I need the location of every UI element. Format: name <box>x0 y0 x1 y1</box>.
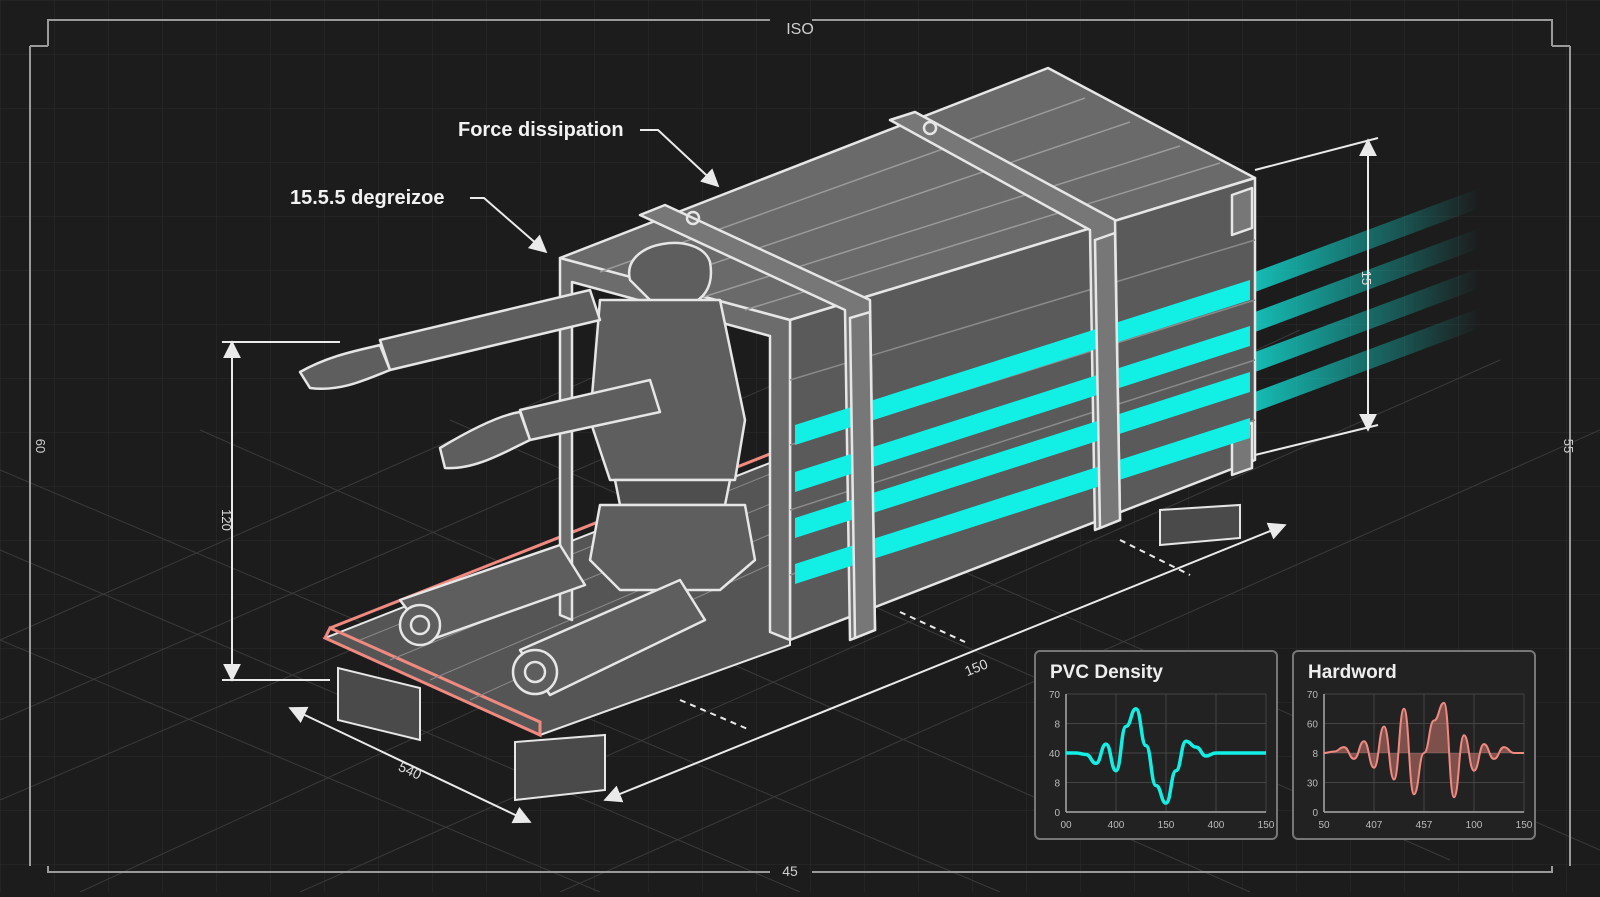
frame-bottom-label: 45 <box>782 863 798 879</box>
frame-right-label: 55 <box>1561 439 1576 453</box>
y-tick-label: 70 <box>1307 690 1319 701</box>
x-tick-label: 100 <box>1466 820 1483 831</box>
x-tick-label: 400 <box>1208 820 1225 831</box>
series-line <box>1323 701 1524 799</box>
force-dissipation-arrow <box>640 129 720 188</box>
height-dimension-label: 120 <box>219 509 234 531</box>
x-tick-label: 457 <box>1416 820 1433 831</box>
y-tick-label: 8 <box>1054 779 1060 790</box>
frame-left-label: 60 <box>33 439 48 453</box>
y-tick-label: 0 <box>1054 808 1060 819</box>
x-tick-label: 150 <box>1258 820 1275 831</box>
x-tick-label: 400 <box>1108 820 1125 831</box>
force-dissipation-label: Force dissipation <box>458 119 624 141</box>
y-tick-label: 60 <box>1307 720 1319 731</box>
x-tick-label: 150 <box>1516 820 1533 831</box>
x-tick-label: 00 <box>1060 820 1072 831</box>
dimension-lines <box>222 137 1379 824</box>
pvc-density-chart: 70 8 40 8 000 400 150 400 150 <box>1049 690 1275 831</box>
y-tick-label: 8 <box>1054 720 1060 731</box>
hardword-chart: 70 60 8 30 050 407 457 100 150 <box>1307 690 1533 831</box>
y-tick-label: 40 <box>1049 749 1061 760</box>
y-tick-label: 70 <box>1049 690 1061 701</box>
hardword-title: Hardword <box>1308 662 1397 683</box>
x-tick-label: 50 <box>1318 820 1330 831</box>
y-tick-label: 8 <box>1312 749 1318 760</box>
x-tick-label: 407 <box>1366 820 1383 831</box>
angle-arrow <box>470 197 548 254</box>
pvc-density-title: PVC Density <box>1050 662 1163 683</box>
series-line <box>1065 706 1266 805</box>
right-dimension-label: 15 <box>1359 271 1374 285</box>
outer-frame <box>29 19 1571 873</box>
frame-top-label: ISO <box>786 21 814 38</box>
series-area <box>1324 702 1524 798</box>
y-tick-label: 30 <box>1307 779 1319 790</box>
x-tick-label: 150 <box>1158 820 1175 831</box>
angle-label: 15.5.5 degreizoe <box>290 187 445 209</box>
y-tick-label: 0 <box>1312 808 1318 819</box>
